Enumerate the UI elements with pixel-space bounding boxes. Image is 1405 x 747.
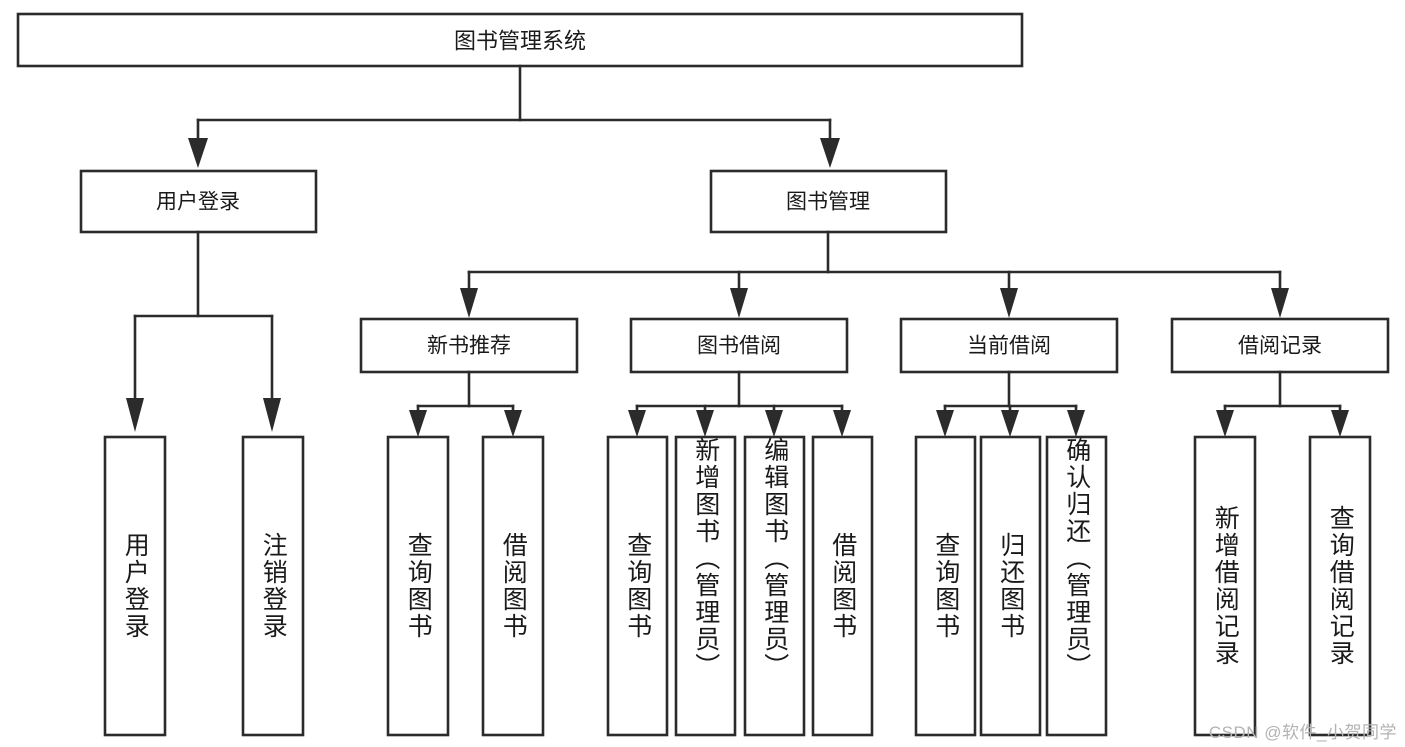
leaf-box-user-login[interactable] [103, 435, 167, 737]
arrow-head-level2-2 [1000, 288, 1018, 318]
leaf-box-query-book-nb[interactable] [386, 435, 450, 737]
node-book-borrow-label: 图书借阅 [697, 335, 781, 358]
arrow-head-current-borrow-2 [1067, 410, 1085, 437]
arrow-head-current-borrow-1 [1001, 410, 1019, 437]
leaf-box-edit-book-admin[interactable] [743, 435, 806, 737]
arrow-head-level2-0 [460, 288, 478, 318]
arrow-head-book-borrow-2 [765, 410, 783, 437]
node-book-management[interactable]: 图书管理 [709, 169, 948, 234]
leaf-box-return-book[interactable] [979, 435, 1042, 737]
leaf-box-borrow-book-nb[interactable] [481, 435, 545, 737]
node-current-borrow[interactable]: 当前借阅 [899, 317, 1119, 374]
leaf-box-query-book-bb[interactable] [606, 435, 669, 737]
arrow-head-borrow-record-1 [1331, 410, 1349, 437]
node-root-label: 图书管理系统 [454, 29, 586, 54]
node-new-book-recommend-box [359, 317, 579, 374]
node-book-borrow-box [629, 317, 849, 374]
node-current-borrow-box [899, 317, 1119, 374]
arrow-head-new-book-1 [504, 410, 522, 437]
arrow-head-level1-0 [188, 138, 208, 168]
node-borrow-record-box [1170, 317, 1390, 374]
arrow-head-level2-3 [1271, 288, 1289, 318]
leaf-box-confirm-return-admin[interactable] [1045, 435, 1108, 737]
arrow-head-user-login-0 [126, 398, 144, 432]
leaf-box-add-borrow-record[interactable] [1193, 435, 1257, 737]
node-current-borrow-label: 当前借阅 [967, 335, 1051, 358]
node-root[interactable]: 图书管理系统 [16, 12, 1024, 68]
arrow-head-new-book-0 [409, 410, 427, 437]
leaf-box-add-book-admin[interactable] [674, 435, 737, 737]
node-new-book-recommend[interactable]: 新书推荐 [359, 317, 579, 374]
node-borrow-record-label: 借阅记录 [1238, 335, 1322, 358]
node-borrow-record[interactable]: 借阅记录 [1170, 317, 1390, 374]
node-book-borrow[interactable]: 图书借阅 [629, 317, 849, 374]
arrow-head-book-borrow-1 [696, 410, 714, 437]
node-root-box [16, 12, 1024, 68]
node-user-login-label: 用户登录 [156, 191, 240, 214]
arrow-head-level2-1 [730, 288, 748, 318]
arrow-head-user-login-1 [263, 398, 281, 432]
arrow-head-book-borrow-0 [628, 410, 646, 437]
leaf-box-query-book-cb[interactable] [914, 435, 977, 737]
arrow-head-current-borrow-0 [936, 410, 954, 437]
leaf-box-query-borrow-record[interactable] [1308, 435, 1372, 737]
arrow-head-borrow-record-0 [1216, 410, 1234, 437]
node-book-management-label: 图书管理 [786, 191, 870, 214]
node-book-management-box [709, 169, 948, 234]
node-user-login[interactable]: 用户登录 [79, 169, 318, 234]
arrow-head-book-borrow-3 [833, 410, 851, 437]
leaf-box-logout[interactable] [241, 435, 305, 737]
csdn-watermark: CSDN @软件_小贺同学 [1208, 723, 1397, 742]
arrow-head-level1-1 [820, 138, 840, 168]
node-new-book-recommend-label: 新书推荐 [427, 335, 511, 358]
leaf-box-borrow-book-bb[interactable] [811, 435, 874, 737]
